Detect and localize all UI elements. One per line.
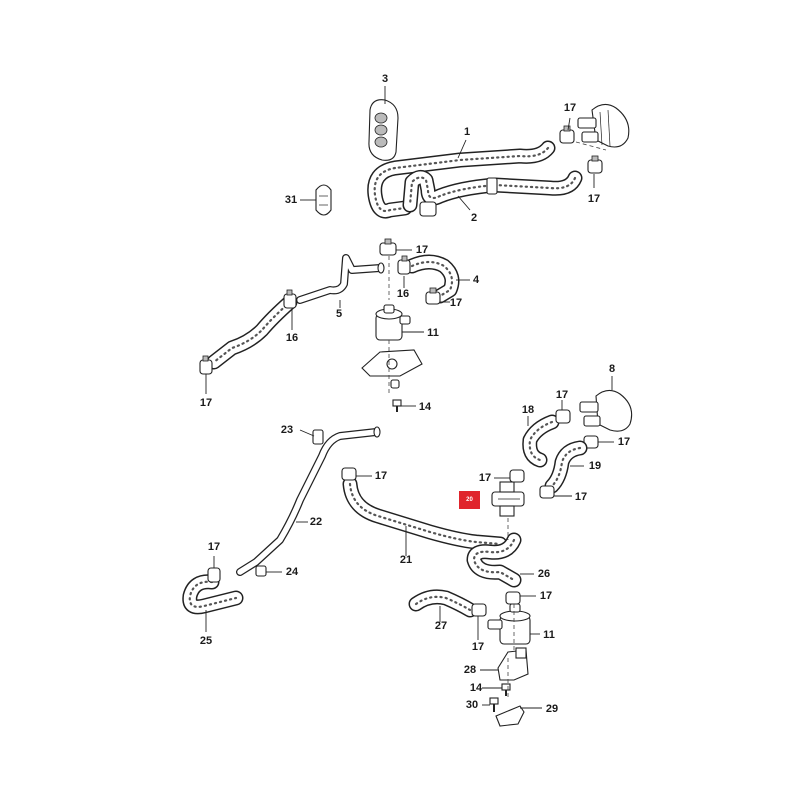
clamp-17-h[interactable] <box>509 469 525 483</box>
clamp-17-l[interactable] <box>505 591 521 605</box>
clamp-17-e[interactable] <box>199 355 213 375</box>
clamp-17-k[interactable] <box>207 567 221 583</box>
callout-17-m[interactable]: 17 <box>471 641 485 653</box>
part-26-hose[interactable] <box>466 532 522 588</box>
clamp-17-i[interactable] <box>539 485 555 499</box>
callout-31[interactable]: 31 <box>284 194 298 206</box>
callout-17-h[interactable]: 17 <box>478 472 492 484</box>
callout-24[interactable]: 24 <box>285 566 299 578</box>
callout-5[interactable]: 5 <box>335 308 343 320</box>
pump-bracket-upper[interactable] <box>361 349 423 377</box>
callout-25[interactable]: 25 <box>199 635 213 647</box>
callout-3[interactable]: 3 <box>381 73 389 85</box>
callout-17-e[interactable]: 17 <box>199 397 213 409</box>
flange-connector-upper[interactable] <box>577 103 630 148</box>
clamp-17-d[interactable] <box>425 287 441 305</box>
clamp-16-b[interactable] <box>283 289 297 309</box>
callout-17-d[interactable]: 17 <box>449 297 463 309</box>
callout-17-f[interactable]: 17 <box>555 389 569 401</box>
part-31-grommet[interactable] <box>315 184 332 216</box>
callout-17-l[interactable]: 17 <box>539 590 553 602</box>
part-11-pump-upper[interactable] <box>375 304 411 341</box>
callout-11-a[interactable]: 11 <box>427 327 439 339</box>
callout-17-k[interactable]: 17 <box>207 541 221 553</box>
clamp-17-f[interactable] <box>555 409 571 424</box>
callout-1[interactable]: 1 <box>463 126 471 138</box>
part-29-bracket[interactable] <box>495 705 525 727</box>
callout-8[interactable]: 8 <box>608 363 616 375</box>
callout-17-a[interactable]: 17 <box>563 102 577 114</box>
callout-17-g[interactable]: 17 <box>617 436 631 448</box>
clamp-17-a[interactable] <box>559 125 575 144</box>
callout-27[interactable]: 27 <box>434 620 448 632</box>
callout-14-a[interactable]: 14 <box>418 401 432 413</box>
part-25-hose[interactable] <box>182 574 244 615</box>
callout-4[interactable]: 4 <box>472 274 480 286</box>
part-3-grommet[interactable] <box>368 99 399 161</box>
callout-26[interactable]: 26 <box>537 568 551 580</box>
callout-21[interactable]: 21 <box>399 554 413 566</box>
bolt-14-b[interactable] <box>501 683 511 696</box>
callout-28[interactable]: 28 <box>463 664 477 676</box>
bolt-14-a[interactable] <box>392 399 402 412</box>
part-24-clip[interactable] <box>255 565 267 577</box>
clamp-17-m[interactable] <box>471 603 487 617</box>
callout-19[interactable]: 19 <box>588 460 602 472</box>
callout-16-b[interactable]: 16 <box>285 332 299 344</box>
callout-18[interactable]: 18 <box>521 404 535 416</box>
clamp-17-b[interactable] <box>587 155 603 174</box>
callout-17-b[interactable]: 17 <box>587 193 601 205</box>
clamp-17-j[interactable] <box>341 467 357 481</box>
callout-11-b[interactable]: 11 <box>543 629 555 641</box>
highlighted-part-20-label[interactable]: 20 <box>459 491 480 509</box>
callout-30[interactable]: 30 <box>465 699 479 711</box>
part-22-pipe[interactable] <box>236 426 381 576</box>
callout-29[interactable]: 29 <box>545 703 559 715</box>
part-2-hose[interactable] <box>402 169 583 217</box>
part-11-pump-lower[interactable] <box>487 603 531 645</box>
part-18-hose[interactable] <box>522 414 560 468</box>
part-23-clip[interactable] <box>312 429 324 445</box>
leader-lines <box>205 86 614 709</box>
bolt-30[interactable] <box>489 697 499 712</box>
part-8-flange[interactable] <box>579 389 633 432</box>
callout-23[interactable]: 23 <box>280 424 294 436</box>
callout-17-i[interactable]: 17 <box>574 491 588 503</box>
part-20-valve[interactable] <box>491 481 525 517</box>
callout-17-c[interactable]: 17 <box>415 244 429 256</box>
clamp-17-c[interactable] <box>379 238 397 256</box>
part-28-bracket[interactable] <box>497 647 529 681</box>
callout-2[interactable]: 2 <box>470 212 478 224</box>
part-21-hose[interactable] <box>342 476 508 552</box>
hose-left-lower[interactable] <box>206 294 298 370</box>
callout-17-j[interactable]: 17 <box>374 470 388 482</box>
part-27-hose[interactable] <box>408 589 478 618</box>
callout-14-b[interactable]: 14 <box>469 682 483 694</box>
callout-16-a[interactable]: 16 <box>396 288 410 300</box>
callout-22[interactable]: 22 <box>309 516 323 528</box>
part-4-hose[interactable] <box>404 254 460 304</box>
part-1-hose[interactable] <box>367 140 556 219</box>
part-5-pipe[interactable] <box>296 254 385 304</box>
part-19-hose[interactable] <box>544 440 588 494</box>
clamp-16-a[interactable] <box>397 255 411 275</box>
